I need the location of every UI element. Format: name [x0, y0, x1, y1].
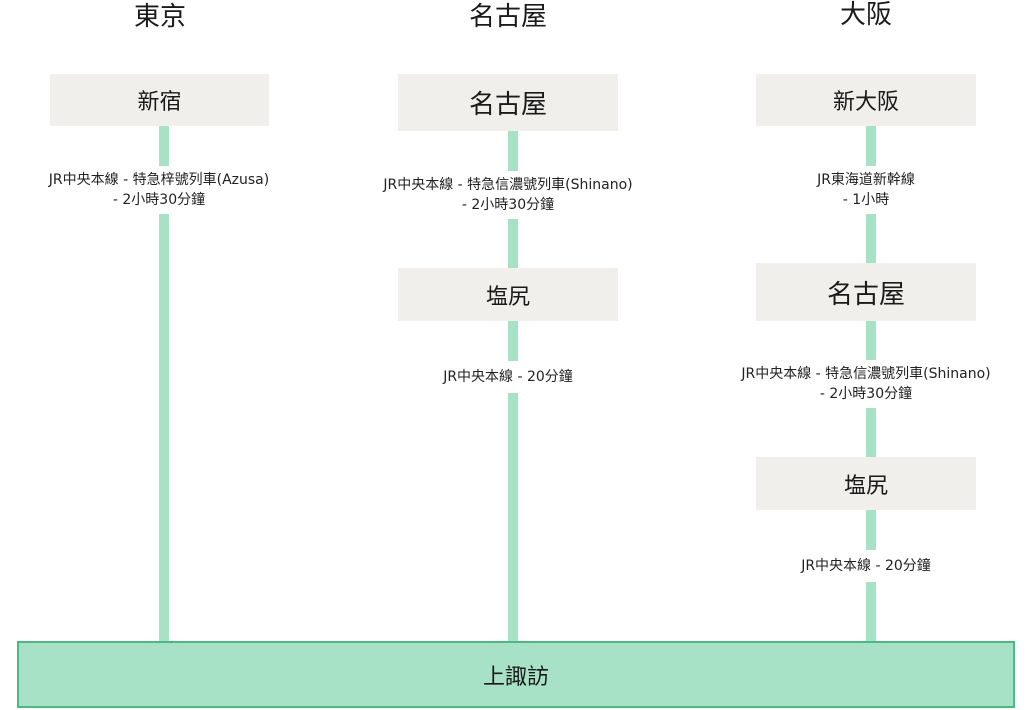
destination-label: 上諏訪	[482, 664, 549, 690]
station-shin-osaka: 新大阪	[756, 74, 976, 126]
station-shiojiri: 塩尻	[756, 457, 976, 510]
segment-route: JR中央本線 - 特急梓號列車(Azusa)	[48, 172, 270, 188]
segment-duration: - 1小時	[842, 192, 890, 208]
segment-label: JR東海道新幹線 - 1小時	[781, 166, 951, 214]
segment-label: JR中央本線 - 特急信濃號列車(Shinano) - 2小時30分鐘	[358, 171, 658, 219]
segment-route: JR中央本線 - 20分鐘	[443, 369, 573, 385]
column-title-nagoya: 名古屋	[468, 2, 547, 32]
segment-route: JR東海道新幹線	[817, 172, 915, 188]
segment-route: JR中央本線 - 特急信濃號列車(Shinano)	[383, 177, 633, 193]
station-nagoya: 名古屋	[756, 263, 976, 321]
segment-route: JR中央本線 - 特急信濃號列車(Shinano)	[741, 366, 991, 382]
station-shiojiri: 塩尻	[398, 268, 618, 321]
route-line-tokyo	[159, 126, 169, 642]
segment-duration: - 2小時30分鐘	[112, 192, 206, 208]
destination-station: 上諏訪	[17, 641, 1015, 708]
column-title-tokyo: 東京	[133, 2, 186, 32]
segment-label: JR中央本線 - 20分鐘	[418, 361, 598, 393]
column-title-osaka: 大阪	[839, 0, 892, 30]
segment-label: JR中央本線 - 特急梓號列車(Azusa) - 2小時30分鐘	[24, 166, 294, 214]
segment-label: JR中央本線 - 20分鐘	[776, 550, 956, 582]
station-nagoya: 名古屋	[398, 74, 618, 131]
segment-route: JR中央本線 - 20分鐘	[801, 558, 931, 574]
segment-duration: - 2小時30分鐘	[461, 197, 555, 213]
segment-duration: - 2小時30分鐘	[819, 386, 913, 402]
segment-label: JR中央本線 - 特急信濃號列車(Shinano) - 2小時30分鐘	[716, 360, 1016, 408]
station-shinjuku: 新宿	[50, 74, 269, 126]
